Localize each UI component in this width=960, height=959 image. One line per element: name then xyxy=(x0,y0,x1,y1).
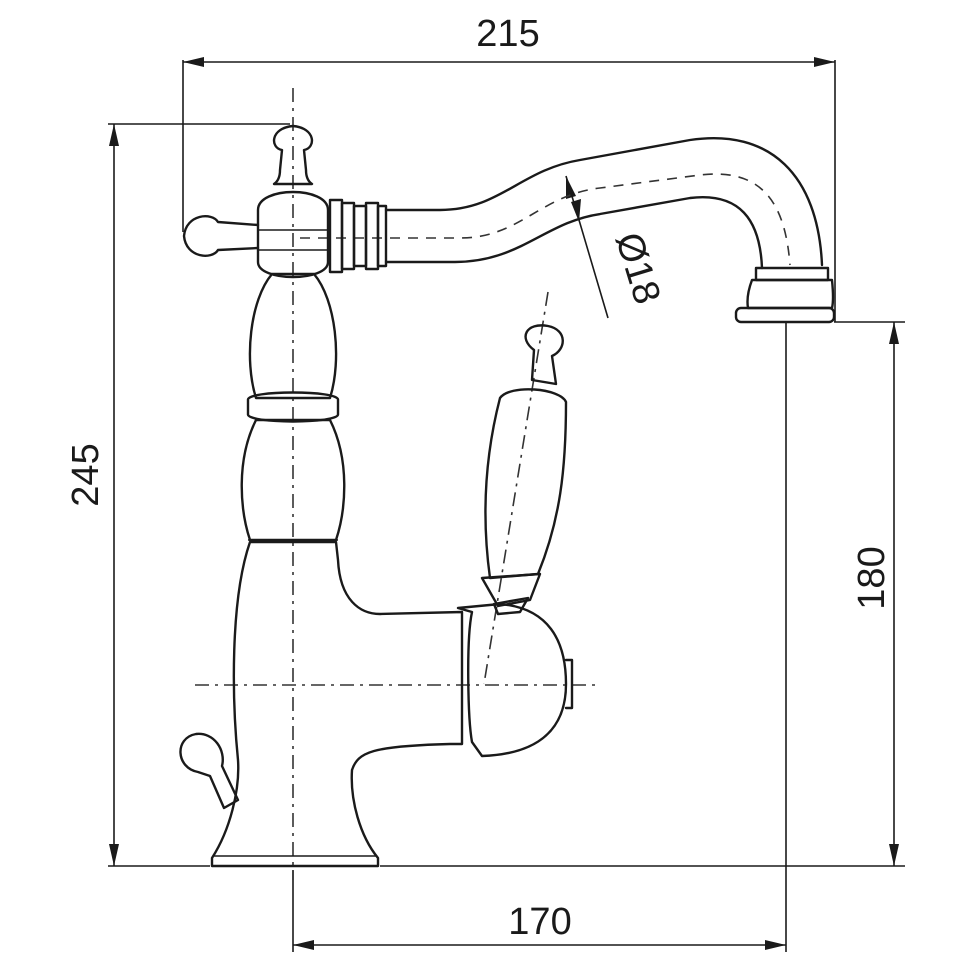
pipe-diameter-label: Ø18 xyxy=(607,228,668,309)
dimension-overall-width: 215 xyxy=(182,13,836,322)
overall-height-label: 245 xyxy=(65,443,107,506)
spout-reach-label: 170 xyxy=(508,901,571,943)
overall-width-label: 215 xyxy=(476,13,539,55)
dimension-pipe-diameter: Ø18 xyxy=(565,175,668,319)
center-lines xyxy=(195,88,791,880)
spout-height-label: 180 xyxy=(851,546,893,609)
dimension-spout-height: 180 xyxy=(380,321,905,867)
dimension-spout-reach: 170 xyxy=(292,322,787,952)
dimension-overall-height: 245 xyxy=(65,123,290,867)
faucet-body xyxy=(179,124,836,868)
